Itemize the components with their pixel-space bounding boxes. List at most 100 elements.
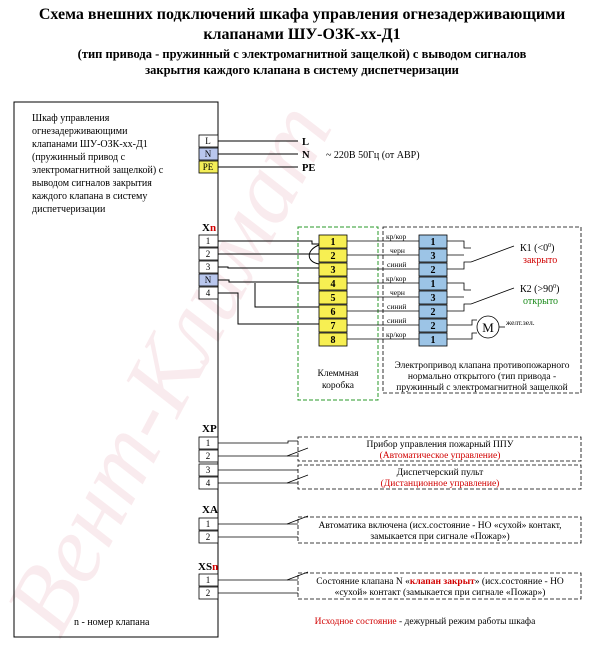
- k1-label-end: ): [551, 243, 554, 254]
- jbox-terminal-label: 5: [331, 293, 336, 304]
- cabinet-outline: [13, 101, 219, 638]
- motor-wire: [447, 319, 477, 326]
- k2-label-end: ): [556, 284, 559, 295]
- xs-desc-red: клапан закрыт: [410, 577, 475, 587]
- power-terminal-label: PE: [203, 162, 214, 172]
- title-line-3: (тип привода - пружинный с электромагнит…: [77, 47, 527, 61]
- power-terminal-label: L: [205, 136, 211, 146]
- motor-symbol: M: [482, 320, 494, 335]
- wire-colors: кр/кор черн синий кр/кор черн синий сини…: [386, 232, 406, 339]
- power-output-label: N: [302, 150, 310, 161]
- xn-terminal-label: 4: [206, 288, 211, 298]
- xp-wire: [218, 440, 298, 444]
- xp-wiring: [218, 440, 309, 484]
- xs-terminal-label: 2: [206, 588, 211, 598]
- jbox-terminal-label: 4: [331, 279, 336, 290]
- power-supply-label: ~ 220В 50Гц (от АВР): [326, 150, 420, 161]
- wire-color-label: черн: [390, 288, 405, 297]
- xn-terminal-label: 3: [206, 262, 211, 272]
- power-terminal-label: N: [205, 149, 212, 159]
- drive-caption-line: нормально открытого (тип привода -: [408, 371, 556, 382]
- wire-color-label: синий: [387, 260, 406, 269]
- motor-wire-label: желт.зел.: [505, 318, 535, 327]
- xn-terminals: 1 2 3 N 4: [198, 234, 219, 300]
- drive-terminal: [418, 304, 448, 319]
- xp-device-2-outline: [297, 464, 582, 490]
- drive-terminal: [418, 262, 448, 277]
- drive-terminal: [418, 276, 448, 291]
- jbox-terminal-label: 2: [331, 251, 336, 262]
- k2-state: открыто: [523, 296, 558, 307]
- xs-desc-pre: Состояние клапана N «: [316, 577, 410, 587]
- state-note-rest: - дежурный режим работы шкафа: [397, 616, 536, 627]
- limit-switch-k1: [447, 240, 515, 270]
- k1-label-sup: 0: [548, 243, 551, 249]
- xs-wiring: [218, 571, 309, 594]
- drive-terminal: [418, 318, 448, 333]
- drive-terminal-label: 3: [431, 293, 436, 304]
- xa-desc-line: Автоматика включена (исх.состояние - НО …: [318, 520, 561, 531]
- drive-terminal-label: 1: [431, 279, 436, 290]
- drive-terminal: [418, 332, 448, 347]
- drive-terminal-label: 1: [431, 237, 436, 248]
- drive-outline: [382, 226, 582, 394]
- k2-label-main: К2 (>90: [520, 284, 553, 295]
- xs-terminals: 1 2: [198, 573, 219, 600]
- xn-terminal-label: N: [205, 275, 212, 285]
- drive-caption-line: Электропривод клапана противопожарного: [394, 361, 569, 371]
- jbox-label-line: коробка: [322, 380, 355, 391]
- xp-terminal-label: 4: [206, 478, 211, 488]
- xa-desc-line: замыкается при сигнале «Пожар»): [370, 531, 509, 542]
- xp-device-2-mode: (Дистанционное управление): [381, 478, 500, 489]
- jbox-terminal: [318, 290, 348, 305]
- power-terminals: L N PE: [198, 134, 219, 174]
- k1-contact: [470, 245, 515, 263]
- jbox-terminal: [318, 262, 348, 277]
- xa-wiring: [218, 515, 309, 538]
- k1-wire: [447, 261, 471, 270]
- xp-device-1-outline: [297, 436, 582, 462]
- jbox-terminal: [318, 318, 348, 333]
- motor-wire: [447, 332, 477, 340]
- k2-contact: [470, 287, 515, 305]
- jbox-terminal-label: 6: [331, 307, 336, 318]
- k2-label: К2 (>900): [520, 284, 559, 295]
- xp-terminals: 1 2 3 4: [198, 436, 219, 490]
- xn-terminal-label: 1: [206, 236, 211, 246]
- drive-terminals: 1 3 2 1 3 2 2 1: [418, 234, 448, 347]
- k1-label: К1 (<00): [520, 243, 554, 254]
- cabinet-label-line: клапанами ШУ-ОЗК-хх-Д1: [32, 139, 148, 150]
- drive-terminal-label: 2: [431, 307, 436, 318]
- cabinet-label-line: Шкаф управления: [32, 113, 110, 124]
- cabinet-label-line: каждого клапана в систему: [32, 191, 147, 202]
- xa-terminal-label: 1: [206, 519, 211, 529]
- xp-device-1-title: Прибор управления пожарный ППУ: [367, 439, 514, 450]
- wire-color-label: синий: [387, 316, 406, 325]
- state-note: Исходное состояние - дежурный режим рабо…: [315, 616, 536, 627]
- wire-color-label: кр/кор: [386, 274, 406, 283]
- k2-wire: [447, 282, 471, 291]
- drive-terminal: [418, 290, 448, 305]
- cabinet-label-line: выводом сигналов закрытия: [32, 178, 152, 189]
- xa-terminals: 1 2: [198, 517, 219, 544]
- jbox-terminal-label: 7: [331, 321, 336, 332]
- jbox-terminal-label: 3: [331, 265, 336, 276]
- drive-terminal: [418, 234, 448, 249]
- limit-switch-k2: [447, 282, 515, 312]
- state-note-red: Исходное состояние: [315, 617, 397, 627]
- cabinet-label-line: огнезадерживающими: [32, 126, 128, 137]
- cabinet-label-line: диспетчеризации: [32, 204, 106, 215]
- xn-label-main: X: [202, 222, 210, 234]
- motor-wiring: [447, 315, 505, 340]
- wire-xn1: [218, 240, 319, 245]
- jbox-terminal: [318, 304, 348, 319]
- wire-color-label: кр/кор: [386, 330, 406, 339]
- drive-terminal-label: 1: [431, 335, 436, 346]
- xs-desc-post: » (исх.состояние - НО: [475, 576, 564, 587]
- xa-device-outline: [297, 516, 582, 544]
- xs-terminal-label: 1: [206, 575, 211, 585]
- xn-label-sub: n: [210, 222, 216, 234]
- k2-wire: [447, 303, 471, 312]
- jbox-terminal: [318, 234, 348, 249]
- drive-terminal-label: 3: [431, 251, 436, 262]
